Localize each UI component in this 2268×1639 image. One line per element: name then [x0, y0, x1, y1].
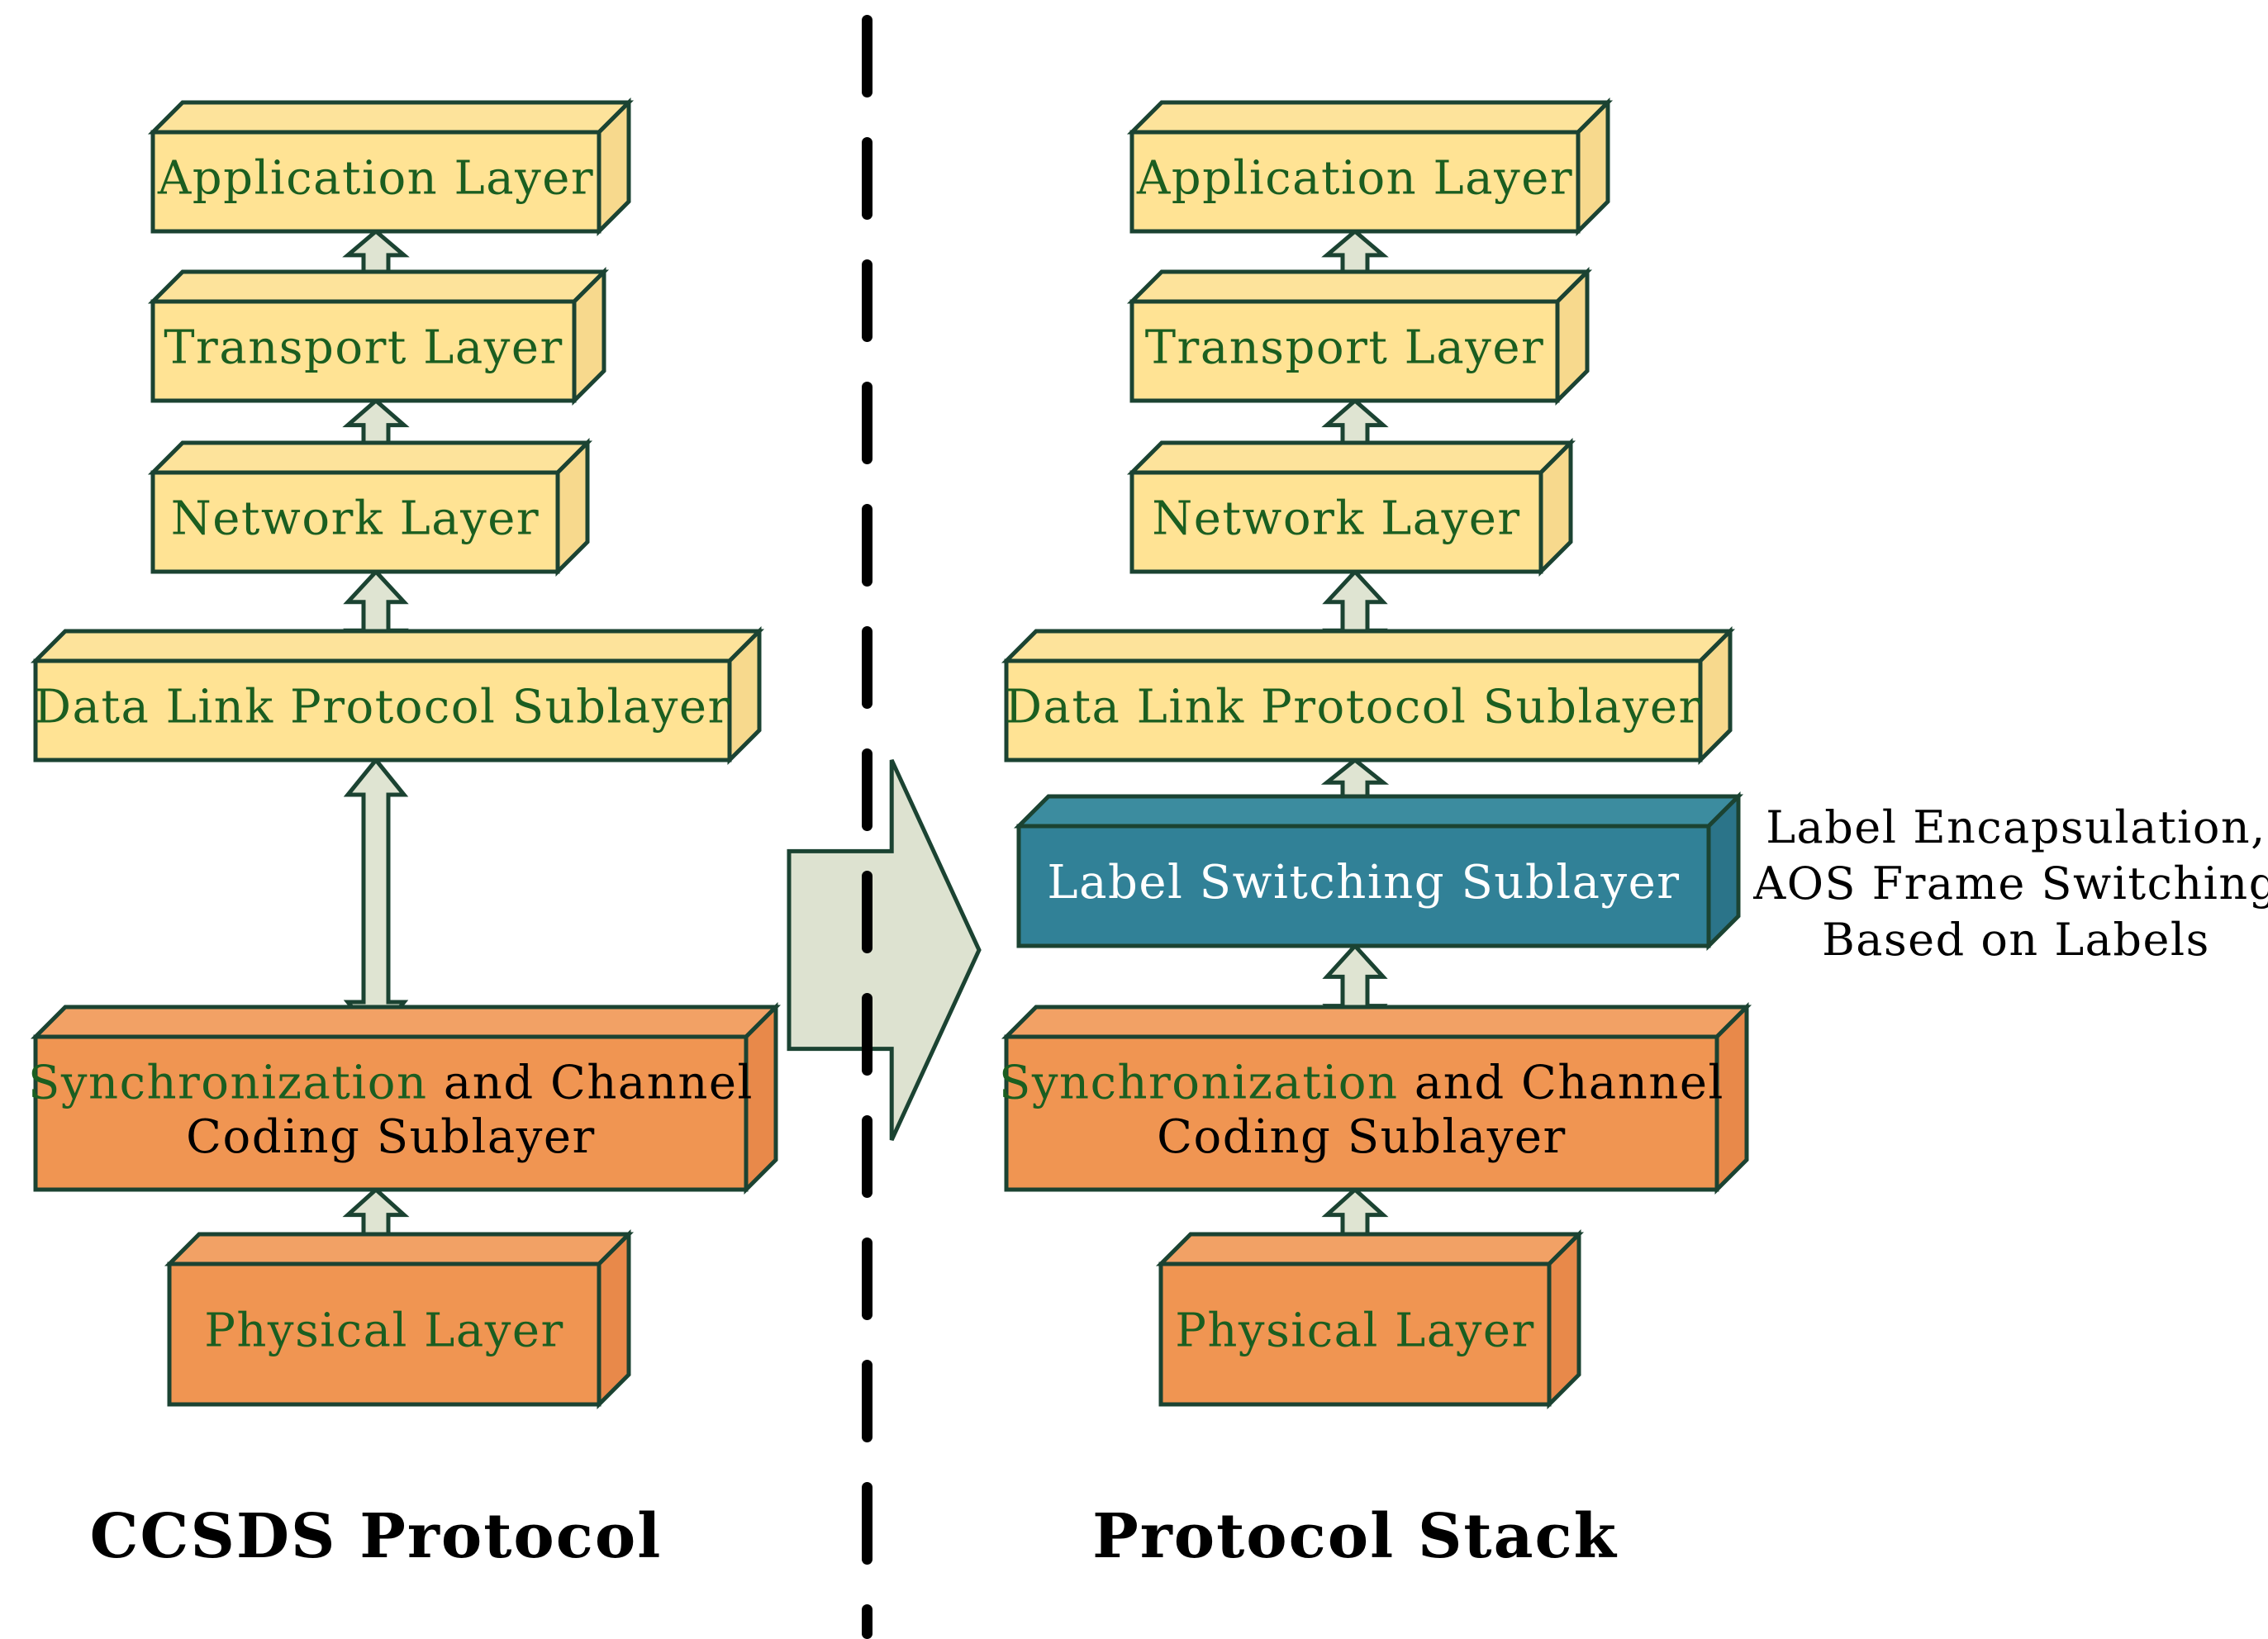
- annotation-line-2: Based on Labels: [1822, 914, 2210, 966]
- layer-box-label-left-0-line0: Application Layer: [157, 152, 594, 206]
- layer-box-label-left-5-line0: Physical Layer: [204, 1304, 564, 1358]
- layer-box-top-left-4: [30, 1005, 782, 1039]
- divider-dash: [862, 1360, 872, 1442]
- layer-box-side-left-5: [597, 1228, 631, 1410]
- connector-arrow-left-3: [343, 757, 409, 1040]
- divider-dash: [862, 748, 872, 831]
- divider-dash: [862, 15, 872, 97]
- layer-box-label-right-6-line0: Physical Layer: [1175, 1304, 1535, 1358]
- layer-box-side-right-6: [1547, 1228, 1581, 1410]
- layer-box-label-right-5-line0: Synchronization and Channel: [999, 1056, 1724, 1109]
- layer-box-top-left-0: [147, 100, 635, 135]
- layer-box-label-right-4-line0: Label Switching Sublayer: [1047, 856, 1680, 910]
- divider-dash: [862, 1238, 872, 1320]
- layer-box-side-right-0: [1576, 97, 1610, 237]
- layer-box-top-left-5: [164, 1232, 635, 1266]
- divider-dash: [862, 504, 872, 587]
- layer-box-face-left-5[interactable]: [167, 1261, 601, 1407]
- layer-box-label-right-5-line1: Coding Sublayer: [1157, 1110, 1567, 1164]
- right-stack-caption: Protocol Stack: [1092, 1501, 1618, 1572]
- layer-box-top-left-1: [147, 269, 610, 304]
- label-segment-black: and Channel: [428, 1056, 754, 1109]
- layer-box-label-right-0-line0: Application Layer: [1136, 152, 1573, 206]
- layer-box-side-right-5: [1714, 1001, 1749, 1195]
- layer-box-label-left-3-line0: Data Link Protocol Sublayer: [34, 681, 731, 734]
- layer-box-top-right-1: [1126, 269, 1593, 304]
- layer-box-face-left-4[interactable]: [33, 1034, 749, 1192]
- layer-box-side-left-4: [744, 1001, 778, 1195]
- layer-box-label-right-3-line0: Data Link Protocol Sublayer: [1005, 681, 1702, 734]
- layer-box-top-right-6: [1155, 1232, 1585, 1266]
- layer-box-top-left-3: [30, 629, 765, 663]
- layer-box-label-right-2-line0: Network Layer: [1152, 492, 1520, 546]
- layer-box-label-left-4-line0: Synchronization and Channel: [28, 1056, 754, 1109]
- divider-dash: [862, 626, 872, 709]
- divider-dash: [862, 259, 872, 342]
- layer-box-label-left-2-line0: Network Layer: [171, 492, 540, 546]
- layer-box-side-right-4: [1706, 791, 1741, 952]
- left-stack-caption: CCSDS Protocol: [90, 1501, 663, 1572]
- divider-dash: [862, 1482, 872, 1565]
- layer-box-label-left-1-line0: Transport Layer: [164, 321, 563, 375]
- divider-group: [862, 15, 872, 1639]
- divider-dash: [862, 382, 872, 464]
- layer-box-side-right-2: [1538, 437, 1573, 577]
- big-arrow-group: [787, 758, 982, 1142]
- layer-box-face-left-0[interactable]: [150, 130, 601, 234]
- layer-box-label-right-1-line0: Transport Layer: [1145, 321, 1545, 375]
- layer-box-side-right-3: [1698, 625, 1733, 766]
- label-segment-green: Synchronization: [28, 1056, 428, 1109]
- divider-dash: [862, 1115, 872, 1198]
- layer-box-top-left-2: [147, 440, 593, 475]
- layer-box-face-right-1[interactable]: [1129, 299, 1560, 403]
- layer-box-top-right-3: [1001, 629, 1736, 663]
- annotation-line-1: AOS Frame Switching: [1752, 858, 2268, 910]
- label-segment-black: and Channel: [1399, 1056, 1724, 1109]
- layer-box-side-left-1: [572, 266, 606, 406]
- layer-box-top-right-5: [1001, 1005, 1752, 1039]
- layer-box-side-left-2: [555, 437, 590, 577]
- divider-dash: [862, 137, 872, 220]
- layer-box-top-right-2: [1126, 440, 1576, 475]
- divider-dash: [862, 1604, 872, 1639]
- layer-box-top-right-4: [1013, 794, 1744, 829]
- layer-box-face-right-6[interactable]: [1158, 1261, 1552, 1407]
- layer-box-top-right-0: [1126, 100, 1614, 135]
- layer-box-face-right-4[interactable]: [1016, 824, 1711, 948]
- annotation-line-0: Label Encapsulation,: [1766, 801, 2266, 853]
- label-segment-green: Synchronization: [999, 1056, 1399, 1109]
- layer-boxes-group: [30, 97, 1752, 1410]
- layer-box-side-left-0: [597, 97, 631, 237]
- layer-box-face-right-2[interactable]: [1129, 470, 1543, 574]
- divider-dash: [862, 993, 872, 1076]
- layer-box-side-right-1: [1555, 266, 1590, 406]
- transformation-arrow: [787, 758, 982, 1142]
- layer-box-face-left-3[interactable]: [33, 658, 732, 762]
- divider-dash: [862, 871, 872, 953]
- layer-box-label-left-4-line1: Coding Sublayer: [186, 1110, 596, 1164]
- layer-box-side-left-3: [727, 625, 762, 766]
